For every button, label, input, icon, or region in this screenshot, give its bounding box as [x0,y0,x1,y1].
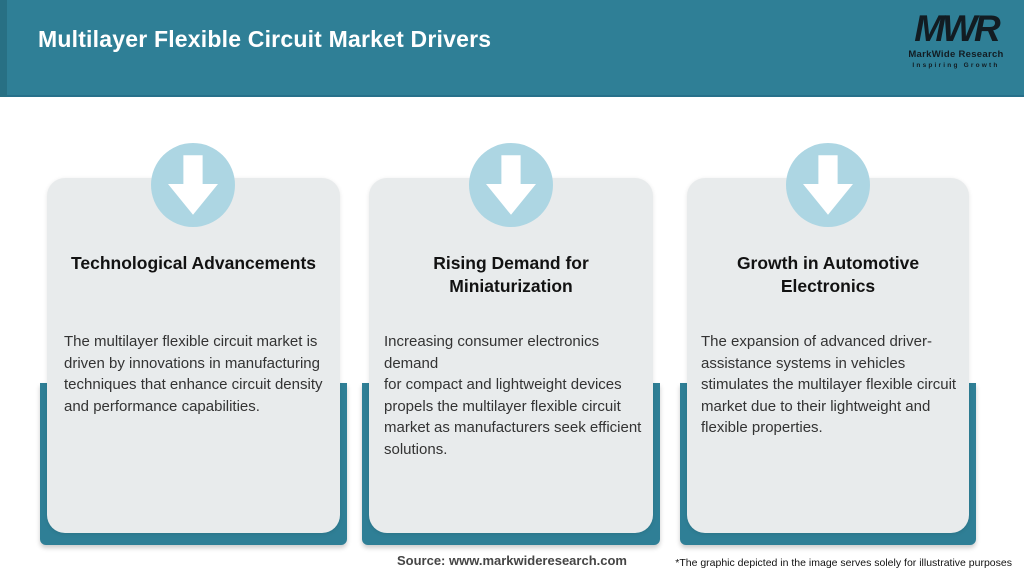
down-arrow-badge [151,143,235,227]
card-title: Technological Advancements [70,253,317,273]
illustrative-disclaimer: *The graphic depicted in the image serve… [675,557,1012,569]
logo-tagline: Inspiring Growth [912,62,1000,69]
card-description: Increasing consumer electronics demand f… [384,333,642,458]
down-arrow-icon [168,155,218,215]
source-attribution: Source: www.markwideresearch.com [396,553,627,568]
markwide-research-logo: MWR MarkWide Research Inspiring Growth [904,8,1008,70]
header-bar: Multilayer Flexible Circuit Market Drive… [0,0,1024,97]
page-title: Multilayer Flexible Circuit Market Drive… [38,26,492,52]
card-title: Rising Demand for Miniaturization [433,253,589,296]
card-description: The multilayer flexible circuit market i… [64,333,323,415]
logo-monogram: MWR [914,8,1000,49]
logo-company-name: MarkWide Research [908,49,1004,60]
down-arrow-badge [469,143,553,227]
card-title: Growth in Automotive Electronics [736,253,920,296]
card-description: The expansion of advanced driver- assist… [701,333,957,436]
driver-card [47,178,340,533]
down-arrow-icon [803,155,853,215]
driver-card [687,178,969,533]
header-left-accent [0,0,7,97]
down-arrow-icon [486,155,536,215]
down-arrow-badge [786,143,870,227]
driver-card [369,178,653,533]
